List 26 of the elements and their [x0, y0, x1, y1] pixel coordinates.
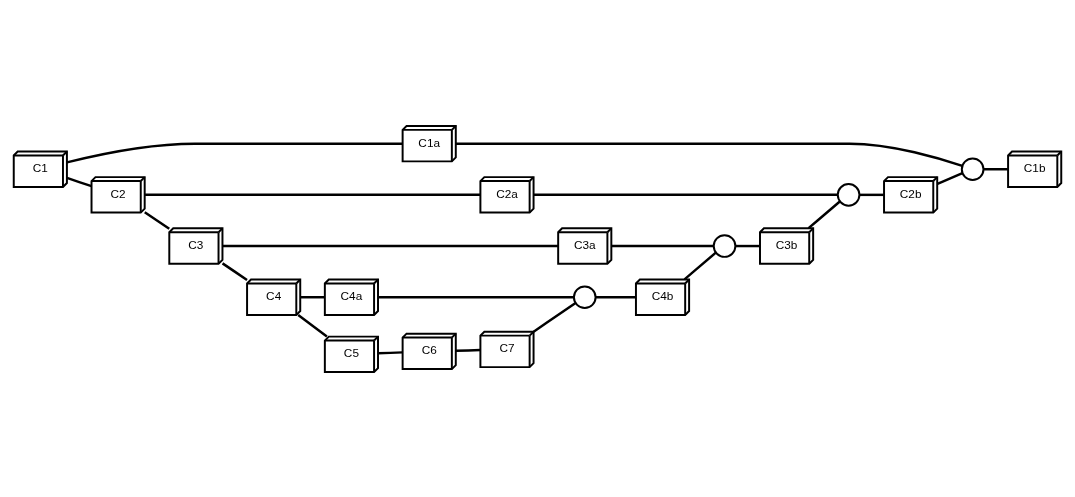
connector: [66, 176, 92, 187]
connector: [222, 244, 558, 247]
connector: [144, 193, 481, 196]
connector: [936, 171, 963, 185]
connector: [300, 295, 325, 298]
connector: [456, 141, 963, 167]
connector: [533, 193, 838, 196]
node-circle: [836, 182, 861, 207]
connector: [807, 200, 841, 229]
node-circle: [712, 233, 737, 258]
connector: [983, 167, 1008, 170]
node-circle: [572, 284, 597, 309]
connector: [144, 210, 170, 230]
node-circle: [960, 156, 985, 181]
connector: [378, 295, 574, 298]
connector: [378, 350, 403, 355]
connector: [611, 244, 714, 247]
connector: [595, 295, 636, 298]
connector: [683, 251, 717, 280]
connector: [66, 141, 403, 163]
connector: [221, 261, 248, 281]
connector: [455, 348, 481, 352]
connector: [532, 301, 576, 333]
connector: [297, 313, 328, 338]
connector: [735, 244, 760, 247]
connector: [859, 193, 884, 196]
